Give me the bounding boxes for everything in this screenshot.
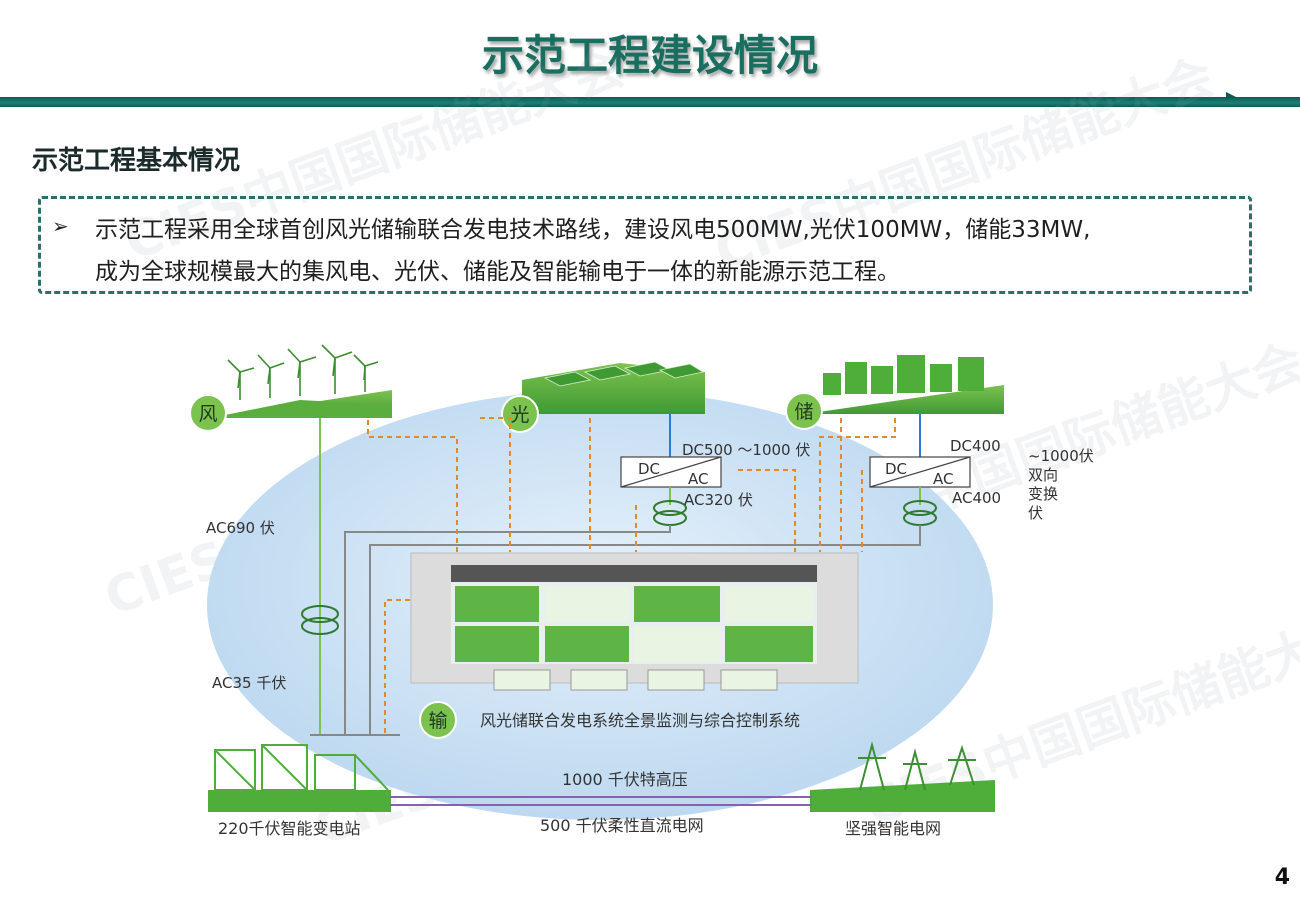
transformer-wind (301, 605, 339, 635)
label-bidirectional-4: 伏 (1028, 504, 1043, 522)
wind-farm-illustration (210, 344, 392, 418)
storage-converter: DC AC (869, 456, 971, 488)
converter-dc-label: DC (885, 460, 907, 478)
converter-ac-label: AC (933, 470, 953, 488)
solar-node-icon (501, 395, 539, 433)
converter-ac-label: AC (688, 470, 708, 488)
label-bidirectional-3: 变换 (1028, 485, 1058, 503)
storage-node-icon (785, 392, 823, 430)
bullet-arrow-icon: ➢ (52, 214, 69, 238)
label-substation: 220千伏智能变电站 (218, 819, 361, 838)
summary-line-1: 示范工程采用全球首创风光储输联合发电技术路线，建设风电500MW,光伏100MW… (95, 217, 1091, 243)
label-dc400: DC400 (950, 437, 1001, 455)
label-grid: 坚强智能电网 (845, 819, 941, 838)
section-subtitle: 示范工程基本情况 (32, 146, 241, 176)
transmission-node-icon (419, 701, 457, 739)
wind-node-icon (189, 394, 227, 432)
solar-node-label: 光 (510, 404, 529, 426)
comm-lines (367, 417, 896, 735)
storage-illustration (805, 355, 1004, 414)
label-ac690: AC690 伏 (206, 519, 275, 537)
solar-converter: DC AC (620, 456, 722, 488)
label-ac320: AC320 伏 (684, 491, 753, 509)
transmission-node-label: 输 (428, 710, 447, 732)
label-dc500: DC500 ～1000 伏 (682, 441, 810, 459)
collector-lines (310, 525, 921, 736)
label-system: 风光储联合发电系统全景监测与综合控制系统 (480, 711, 800, 730)
label-bidirectional-1: ~1000伏 (1028, 447, 1094, 465)
converter-dc-label: DC (638, 460, 660, 478)
substation-illustration (208, 744, 391, 812)
label-ac35: AC35 千伏 (212, 674, 286, 692)
label-dc-flex: 500 千伏柔性直流电网 (540, 816, 704, 835)
label-bidirectional-2: 双向 (1028, 466, 1058, 484)
title-divider (0, 97, 1300, 107)
control-center-illustration (410, 552, 859, 691)
page-number: 4 (1274, 865, 1290, 890)
grid-illustration (810, 741, 995, 812)
wind-node-label: 风 (198, 403, 217, 425)
label-ac400: AC400 (952, 489, 1001, 507)
solar-farm-illustration (522, 361, 705, 414)
summary-line-2: 成为全球规模最大的集风电、光伏、储能及智能输电于一体的新能源示范工程。 (95, 259, 900, 285)
page-title: 示范工程建设情况 (481, 31, 818, 80)
storage-node-label: 储 (794, 401, 813, 423)
summary-box (38, 196, 1252, 294)
label-uhv: 1000 千伏特高压 (562, 770, 688, 789)
divider-tick (1226, 92, 1238, 98)
